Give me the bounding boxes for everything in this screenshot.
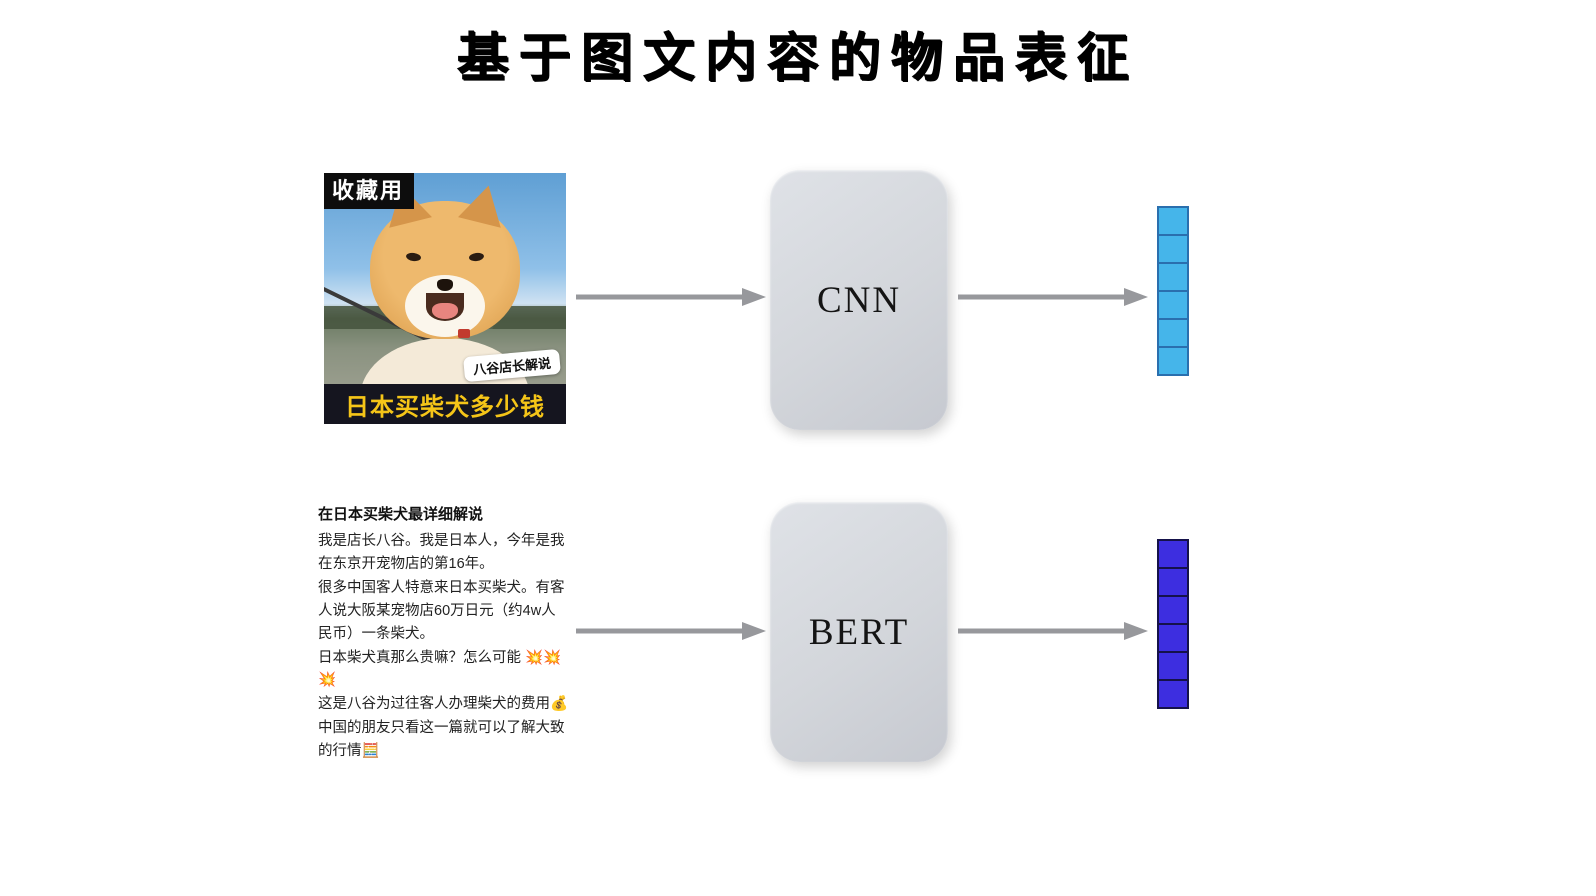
vector-cell — [1157, 539, 1189, 569]
vector-cell — [1157, 346, 1189, 376]
vector-cell — [1157, 595, 1189, 625]
dog-mouth — [426, 293, 464, 321]
article-paragraph: 中国的朋友只看这一篇就可以了解大致的行情🧮 — [318, 720, 565, 760]
vector-cell — [1157, 206, 1189, 236]
article-paragraph: 我是店长八谷。我是日本人，今年是我在东京开宠物店的第16年。 — [318, 533, 565, 572]
dog-head — [370, 180, 520, 339]
article-paragraph: 这是八谷为过往客人办理柴犬的费用💰 — [318, 696, 569, 713]
vector-cell — [1157, 623, 1189, 653]
vector-cell — [1157, 262, 1189, 292]
vector-cell — [1157, 567, 1189, 597]
arrow-text-to-bert-icon — [576, 622, 766, 640]
vector-cell — [1157, 651, 1189, 681]
dog-tongue — [432, 303, 458, 319]
dog-ear-right — [458, 180, 510, 228]
item-image-card: 收藏用 八谷店长解说 日本买柴犬多少钱 — [324, 173, 566, 424]
arrow-image-to-cnn-icon — [576, 288, 766, 306]
article-paragraph: 日本柴犬真那么贵嘛？怎么可能 💥💥💥 — [318, 649, 562, 689]
article-paragraph: 很多中国客人特意来日本买柴犬。有客人说大阪某宠物店60万日元（约4w人民币）一条… — [318, 579, 565, 642]
photo-caption: 日本买柴犬多少钱 — [324, 384, 566, 424]
vector-cell — [1157, 679, 1189, 709]
vector-cell — [1157, 234, 1189, 264]
bert-label: BERT — [808, 611, 910, 653]
arrow-cnn-to-vector-icon — [958, 288, 1148, 306]
photo-badge: 收藏用 — [324, 173, 415, 209]
image-embedding-vector — [1157, 206, 1189, 376]
vector-cell — [1157, 290, 1189, 320]
text-embedding-vector — [1157, 539, 1189, 709]
dog-eye-right — [468, 251, 485, 263]
dog-nose — [437, 279, 453, 291]
bert-box: BERT — [770, 502, 948, 762]
article-heading: 在日本买柴犬最详细解说 — [318, 506, 484, 523]
vector-cell — [1157, 318, 1189, 348]
arrow-bert-to-vector-icon — [958, 622, 1148, 640]
cnn-box: CNN — [770, 170, 948, 430]
cnn-label: CNN — [816, 279, 902, 321]
item-text-card: 在日本买柴犬最详细解说 我是店长八谷。我是日本人，今年是我在东京开宠物店的第16… — [318, 503, 570, 764]
dog-eye-left — [405, 251, 422, 263]
dog-collar-tag — [458, 329, 470, 338]
page-title: 基于图文内容的物品表征 — [456, 30, 1139, 88]
